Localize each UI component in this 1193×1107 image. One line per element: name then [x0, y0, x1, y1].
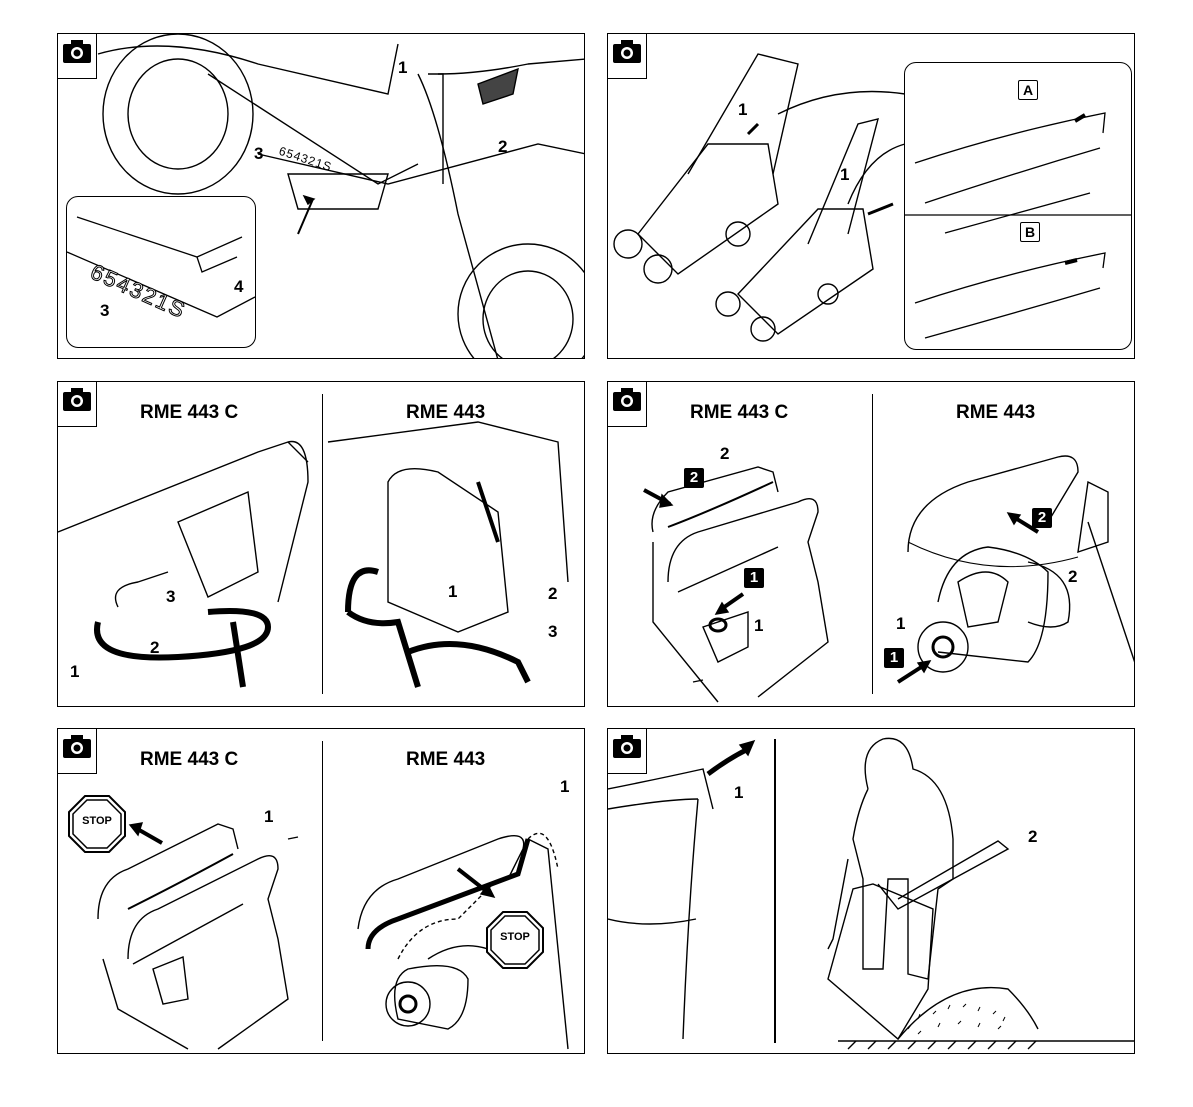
stop-sign-text: STOP	[68, 815, 126, 827]
figure-panel-indicator: 1 1 A B	[607, 33, 1135, 359]
label-3-right: 3	[548, 622, 557, 642]
label-1-left-mower: 1	[738, 100, 747, 120]
label-box-a: A	[1018, 80, 1038, 100]
label-4-inset: 4	[234, 277, 243, 297]
indicator-closeup-inset	[904, 62, 1132, 350]
figure-panel-start: RME 443 C RME 443 2 1 2 1 2 1 2 1	[607, 381, 1135, 707]
stop-sign-icon: STOP	[68, 795, 126, 853]
label-1-left: 1	[70, 662, 79, 682]
label-1-right-mower: 1	[840, 165, 849, 185]
label-3-left: 3	[166, 587, 175, 607]
grass-bag-emptying-illustration	[608, 729, 1135, 1054]
label-2: 2	[498, 137, 507, 157]
label-3: 3	[254, 144, 263, 164]
label-1-left: 1	[264, 807, 273, 827]
label-1: 1	[398, 58, 407, 78]
step-badge-1-left: 1	[744, 568, 764, 588]
figure-panel-height-adjust: 654321S 1 2 3 654321S 3 4	[57, 33, 585, 359]
label-box-b: B	[1020, 222, 1040, 242]
step-badge-1-right: 1	[884, 648, 904, 668]
label-1-right: 1	[560, 777, 569, 797]
label-1-right: 1	[448, 582, 457, 602]
cable-strain-relief-illustration	[58, 382, 585, 707]
step-badge-2-left: 2	[684, 468, 704, 488]
scale-closeup-inset: 654321S	[66, 196, 256, 348]
start-procedure-illustration	[608, 382, 1135, 707]
label-3-inset: 3	[100, 301, 109, 321]
label-2-left: 2	[150, 638, 159, 658]
figure-panel-cable: RME 443 C RME 443 1 2 3 1 2 3	[57, 381, 585, 707]
label-1-left: 1	[754, 616, 763, 636]
stop-sign-text: STOP	[486, 931, 544, 943]
stop-sign-icon: STOP	[486, 911, 544, 969]
label-2-left: 2	[720, 444, 729, 464]
stop-procedure-illustration	[58, 729, 585, 1054]
figure-panel-stop: RME 443 C RME 443 STOP STOP 1 1	[57, 728, 585, 1054]
label-2: 2	[1028, 827, 1037, 847]
label-1: 1	[734, 783, 743, 803]
figure-panel-grass-bag: 1 2	[607, 728, 1135, 1054]
label-1-right: 1	[896, 614, 905, 634]
step-badge-2-right: 2	[1032, 508, 1052, 528]
label-2-right: 2	[548, 584, 557, 604]
label-2-right: 2	[1068, 567, 1077, 587]
